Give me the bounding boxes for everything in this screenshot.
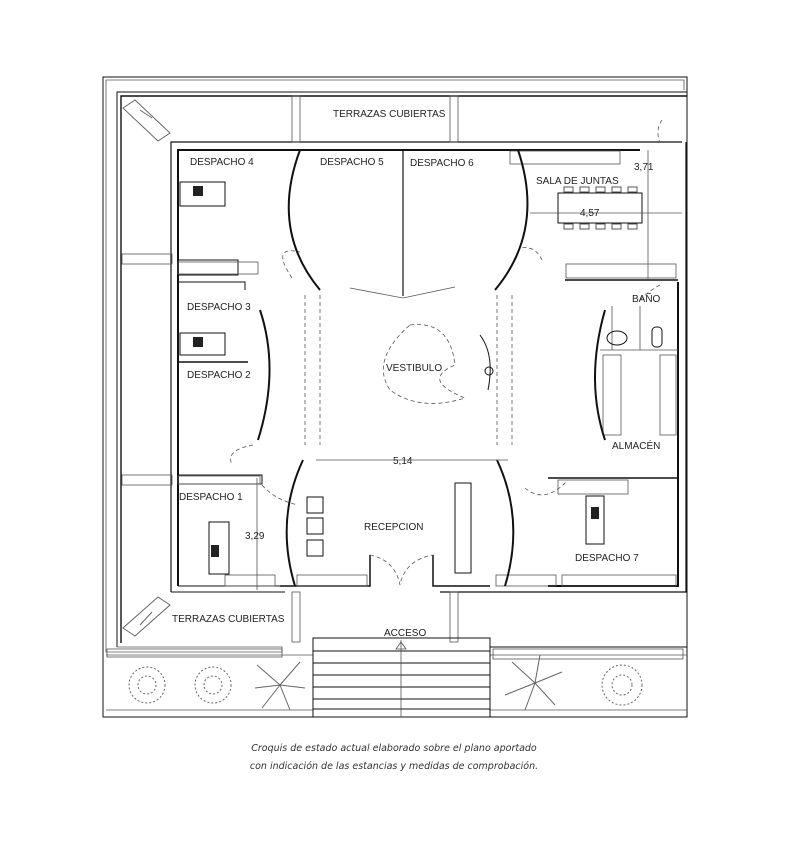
dimension-5-14: 5,14 — [393, 456, 413, 467]
caption-line-2: con indicación de las estancias y medida… — [249, 761, 539, 772]
dimension-lines — [256, 150, 682, 590]
label-recepcion: RECEPCION — [364, 522, 423, 533]
label-despacho-2: DESPACHO 2 — [187, 370, 251, 381]
label-despacho-1: DESPACHO 1 — [179, 492, 243, 503]
label-despacho-6: DESPACHO 6 — [410, 158, 474, 169]
label-despacho-7: DESPACHO 7 — [575, 553, 639, 564]
label-sala-juntas: SALA DE JUNTAS — [536, 176, 619, 187]
label-acceso: ACCESO — [384, 628, 426, 639]
curved-partitions — [230, 119, 663, 587]
label-despacho-3: DESPACHO 3 — [187, 302, 251, 313]
dimension-3-29: 3,29 — [245, 531, 265, 542]
label-terraza-top: TERRAZAS CUBIERTAS — [333, 109, 446, 120]
label-terraza-bottom: TERRAZAS CUBIERTAS — [172, 614, 285, 625]
caption-line-1: Croquis de estado actual elaborado sobre… — [251, 743, 537, 754]
label-despacho-5: DESPACHO 5 — [320, 157, 384, 168]
dimension-3-71: 3,71 — [634, 162, 654, 173]
label-vestibulo: VESTIBULO — [386, 363, 442, 374]
label-almacen: ALMACÉN — [612, 439, 660, 452]
furniture — [179, 181, 643, 575]
room-labels: TERRAZAS CUBIERTAS TERRAZAS CUBIERTAS DE… — [172, 109, 661, 639]
building-walls — [121, 95, 687, 643]
label-bano: BAÑO — [632, 292, 661, 305]
label-despacho-4: DESPACHO 4 — [190, 157, 254, 168]
garden-plants — [122, 99, 643, 711]
access-stairs — [312, 637, 491, 718]
dimension-4-57: 4,57 — [580, 208, 600, 219]
